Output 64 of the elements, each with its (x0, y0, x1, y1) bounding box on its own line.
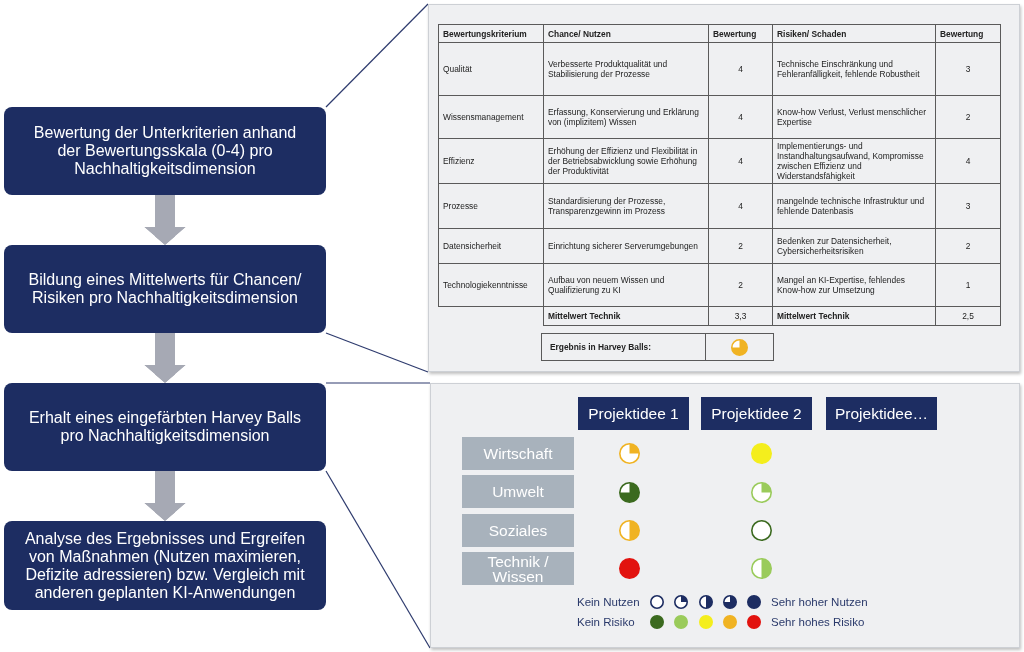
criterion-name: Wissensmanagement (443, 112, 524, 122)
leader-line (325, 470, 431, 649)
score-value: 4 (738, 112, 743, 122)
description-text: Standardisierung der Prozesse, Transparenzgewinn im Prozess (548, 196, 667, 216)
process-box: Bildung eines Mittelwerts für Chancen/ Risiken pro Nachhaltigkeitsdimension (4, 245, 326, 333)
process-box: Erhalt eines eingefärbten Harvey Balls pro Nachhaltigkeitsdimension (4, 383, 326, 471)
description-text: Aufbau von neuem Wissen und Qualifizierung zu KI (548, 275, 666, 295)
column-header: Chance/ Nutzen (548, 28, 611, 39)
criterion-name: Qualität (443, 64, 472, 74)
description-text: Mangel an KI-Expertise, fehlendes Know-how zur Umsetzung (777, 275, 907, 295)
average-value: 2,5 (962, 311, 974, 321)
scale-label: Kein Risiko (577, 615, 635, 630)
leader-line (325, 382, 431, 384)
description-text: Bedenken zur Datensicherheit, Cybersicherheitsrisiken (777, 236, 893, 256)
block-arrow (144, 195, 186, 245)
result-label: Ergebnis in Harvey Balls: (550, 342, 651, 352)
score-value: 4 (738, 156, 743, 166)
column-header: Bewertung (940, 28, 984, 39)
score-value: 3 (965, 201, 971, 211)
description-text: mangelnde technische Infrastruktur und fehlende Datenbasis (777, 196, 926, 216)
score-value: 2 (738, 280, 743, 290)
description-text: Einrichtung sicherer Serverumgebungen (548, 241, 698, 251)
column-header: Risiken/ Schaden (777, 28, 847, 39)
scale-label: Kein Nutzen (577, 595, 640, 610)
scale-label: Sehr hoher Nutzen (771, 595, 868, 610)
average-value: 3,3 (734, 311, 747, 321)
description-text: Verbesserte Produktqualität und Stabilisierung der Prozesse (548, 59, 669, 79)
average-label: Mittelwert Technik (548, 311, 621, 321)
leader-line (325, 332, 429, 373)
description-text: Erfassung, Konservierung und Erklärung von (implizitem) Wissen (548, 107, 700, 127)
score-value: 3 (965, 64, 971, 74)
row-header: Soziales (462, 514, 574, 547)
project-header: Projektidee… (826, 397, 937, 430)
score-value: 4 (965, 156, 971, 166)
block-arrow (144, 333, 186, 383)
process-box: Analyse des Ergebnisses und Ergreifen von Maßnahmen (Nutzen maximieren, Defizite adressieren) bzw. Vergleich mit anderen geplanten KI-Anwendungen (4, 521, 326, 610)
block-arrow (144, 471, 186, 521)
score-value: 2 (965, 241, 971, 251)
matrix-card (430, 383, 1020, 648)
score-value: 2 (738, 241, 743, 251)
description-text: Erhöhung der Effizienz und Flexibilität in der Betriebsabwicklung sowie Erhöhung der Produktivität (548, 146, 699, 176)
score-value: 1 (965, 280, 971, 290)
process-box: Bewertung der Unterkriterien anhand der Bewertungsskala (0-4) pro Nachhaltigkeitsdimension (4, 107, 326, 195)
row-header: Wirtschaft (462, 437, 574, 470)
column-header: Bewertungskriterium (443, 28, 527, 39)
leader-line (325, 3, 429, 108)
criterion-name: Technologiekenntnisse (443, 280, 528, 290)
criterion-name: Prozesse (443, 201, 478, 211)
criterion-name: Datensicherheit (443, 241, 502, 251)
score-value: 2 (965, 112, 971, 122)
scale-label: Sehr hohes Risiko (771, 615, 865, 630)
score-value: 4 (738, 201, 743, 211)
row-header: Umwelt (462, 475, 574, 508)
description-text: Know-how Verlust, Verlust menschlicher Expertise (777, 107, 927, 127)
column-header: Bewertung (713, 28, 757, 39)
project-header: Projektidee 2 (701, 397, 812, 430)
score-value: 4 (738, 64, 743, 74)
criterion-name: Effizienz (443, 156, 475, 166)
project-header: Projektidee 1 (578, 397, 689, 430)
table-card (428, 4, 1020, 372)
description-text: Implementierungs- und Instandhaltungsaufwand, Kompromisse zwischen Effizienz und Widerstandsfähigkeit (777, 141, 925, 181)
row-header: Technik / Wissen (462, 552, 574, 585)
description-text: Technische Einschränkung und Fehleranfälligkeit, fehlende Robustheit (777, 59, 921, 79)
average-label: Mittelwert Technik (777, 311, 850, 321)
